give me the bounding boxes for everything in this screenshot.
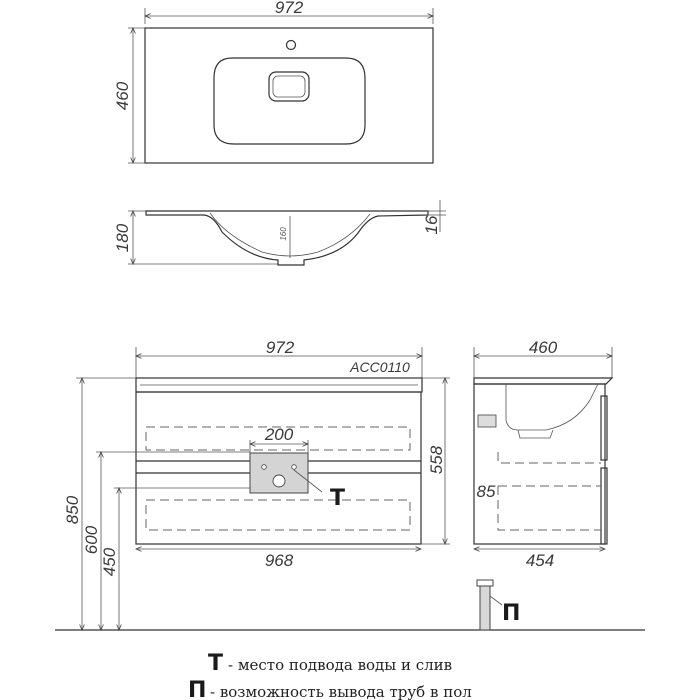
section-view: 180 160 16 bbox=[113, 200, 446, 266]
legend-floor-text: - возможность вывода труб в пол bbox=[210, 683, 472, 700]
side-basin-curve bbox=[505, 383, 599, 431]
tap-hole bbox=[285, 39, 297, 51]
cab-height-label: 558 bbox=[427, 445, 446, 474]
side-fitting bbox=[477, 414, 497, 428]
countertop-outline bbox=[144, 27, 434, 164]
pipe-zone-label: 200 bbox=[264, 425, 294, 444]
legend-water-marker: Т bbox=[208, 651, 223, 676]
rim-label: 16 bbox=[422, 215, 441, 234]
model-label: ACC0110 bbox=[349, 359, 410, 375]
drain-outer bbox=[268, 71, 310, 102]
legend-floor-marker: П bbox=[188, 678, 206, 700]
side-drawer-front-upper bbox=[600, 395, 608, 461]
floor-pipe-cap bbox=[476, 579, 494, 587]
bottom-width-label: 968 bbox=[265, 551, 294, 570]
h600-label: 600 bbox=[82, 525, 101, 554]
top-depth-label: 460 bbox=[113, 81, 132, 110]
side-view: 460 85 454 П bbox=[473, 338, 614, 631]
side-drawer-front-lower bbox=[600, 467, 608, 545]
basin-section-outline bbox=[145, 210, 429, 266]
cabinet-body bbox=[135, 391, 422, 545]
water-inlet-left bbox=[261, 464, 267, 470]
side-countertop bbox=[473, 377, 614, 385]
inner-depth-label: 160 bbox=[279, 227, 288, 241]
floor-pipe bbox=[479, 585, 491, 631]
upper-drawer-dashed bbox=[145, 426, 411, 451]
legend-water-text: - место подвода воды и слив bbox=[228, 656, 452, 674]
side-lower-drawer-dashed bbox=[497, 486, 601, 531]
side-bottom-label: 454 bbox=[526, 551, 554, 570]
side-offset-label: 85 bbox=[477, 482, 496, 501]
side-drain bbox=[517, 429, 554, 439]
lower-drawer-dashed bbox=[145, 499, 411, 531]
water-inlet-right bbox=[291, 464, 297, 470]
drain-outlet bbox=[272, 474, 286, 488]
front-view: 972 ACC0110 200 Т 558 968 8 bbox=[55, 338, 645, 630]
floor-marker: П bbox=[502, 601, 520, 626]
top-width-label: 972 bbox=[275, 0, 304, 17]
floor-marker-leader bbox=[489, 595, 503, 606]
side-depth-label: 460 bbox=[529, 338, 558, 357]
total-height-label: 850 bbox=[63, 495, 82, 524]
basin-outline bbox=[213, 57, 366, 145]
top-view: 972 460 bbox=[113, 0, 433, 163]
section-height-label: 180 bbox=[113, 223, 132, 252]
water-marker: Т bbox=[330, 486, 345, 511]
drain-inner bbox=[272, 75, 306, 98]
h450-label: 450 bbox=[100, 547, 119, 576]
side-upper-drawer-dashed bbox=[497, 452, 601, 464]
legend: Т - место подвода воды и слив П - возмож… bbox=[188, 651, 472, 700]
front-width-label: 972 bbox=[266, 338, 295, 357]
water-marker-leader bbox=[293, 469, 323, 493]
side-cabinet bbox=[473, 383, 606, 545]
